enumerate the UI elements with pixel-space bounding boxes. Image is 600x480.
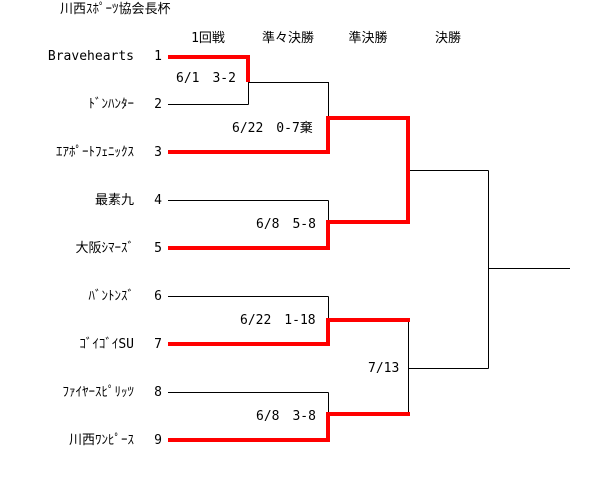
winner-line-team-3 <box>168 116 410 154</box>
result-qf-top: 6/22 0-7棄 <box>232 121 313 136</box>
team-seed-8: 8 <box>154 385 162 400</box>
result-r1-1v2: 6/1 3-2 <box>176 71 236 86</box>
team-seed-5: 5 <box>154 241 162 256</box>
team-seed-4: 4 <box>154 193 162 208</box>
result-qf-8v9: 6/8 3-8 <box>256 409 316 424</box>
round-header-r1: 1回戦 <box>191 31 225 46</box>
team-name-6: ﾊﾞﾝﾄﾝｽﾞ <box>88 289 135 304</box>
team-seed-2: 2 <box>154 97 162 112</box>
team-name-9: 川西ﾜﾝﾋﾟｰｽ <box>68 433 134 448</box>
team-seed-6: 6 <box>154 289 162 304</box>
team-name-5: 大阪ｼﾏｰｽﾞ <box>75 241 134 256</box>
round-header-final: 決勝 <box>434 31 461 46</box>
winner-line-team-1 <box>168 55 250 82</box>
winner-line-team-9 <box>168 412 410 442</box>
round-header-sf: 準決勝 <box>348 31 388 46</box>
team-name-3: ｴｱﾎﾟｰﾄﾌｪﾆｯｸｽ <box>56 145 134 160</box>
result-qf-4v5: 6/8 5-8 <box>256 217 316 232</box>
team-seed-9: 9 <box>154 433 162 448</box>
team-name-2: ﾄﾞﾝﾊﾝﾀｰ <box>88 97 135 112</box>
team-seed-3: 3 <box>154 145 162 160</box>
team-seed-7: 7 <box>154 337 162 352</box>
team-seed-1: 1 <box>154 49 162 64</box>
winner-line-team-7 <box>168 318 410 346</box>
round-header-qf: 準々決勝 <box>261 31 314 46</box>
team-name-4: 最素九 <box>94 193 134 208</box>
tournament-title: 川西ｽﾎﾟｰﾂ協会長杯 <box>60 2 171 17</box>
result-sf-bottom: 7/13 <box>368 361 400 376</box>
team-name-1: Bravehearts <box>47 49 134 64</box>
winner-line-team-5 <box>168 220 410 250</box>
team-name-7: ｺﾞｲｺﾞｲSU <box>79 337 134 352</box>
team-name-8: ﾌｧｲﾔｰｽﾋﾟﾘｯﾂ <box>62 385 135 400</box>
result-qf-6v7: 6/22 1-18 <box>240 313 316 328</box>
